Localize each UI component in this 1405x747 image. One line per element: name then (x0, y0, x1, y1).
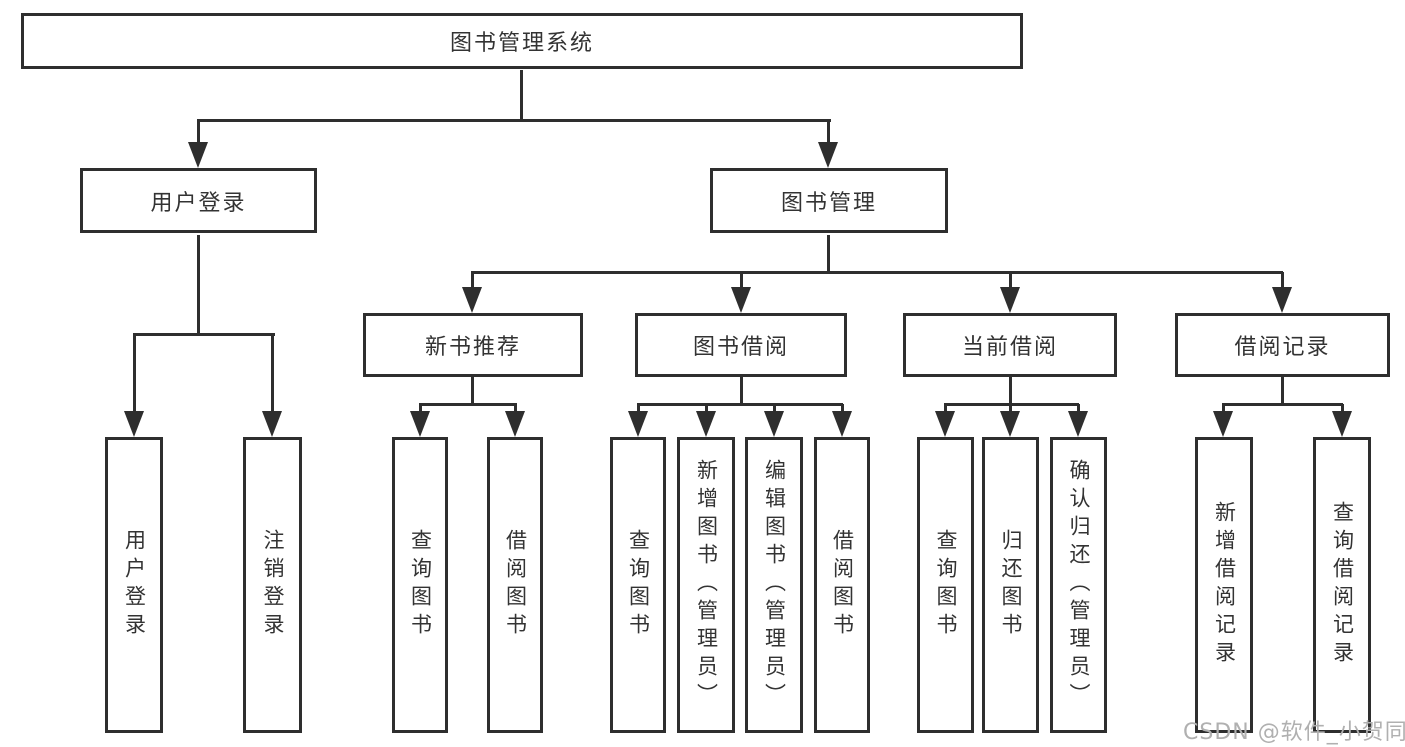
connector-line (1009, 404, 1012, 412)
watermark: CSDN @软件_小贺同学 (1183, 720, 1405, 745)
node-leaf-add-borrow-record: 新增借阅记录 (1195, 437, 1253, 733)
node-book-management-label: 图书管理 (780, 190, 877, 216)
connector-line (133, 333, 275, 336)
arrow-down-icon (1213, 411, 1233, 437)
connector-line (1281, 377, 1284, 405)
node-leaf-borrow-book-2-label: 借阅图书 (830, 529, 855, 641)
node-root-label: 图书管理系统 (449, 31, 594, 56)
node-leaf-user-login-label: 用户登录 (122, 529, 147, 641)
node-user-login: 用户登录 (80, 168, 317, 233)
node-book-borrow: 图书借阅 (635, 313, 847, 377)
node-leaf-query-borrow-record: 查询借阅记录 (1313, 437, 1371, 733)
arrow-down-icon (832, 411, 852, 437)
connector-line (197, 121, 200, 145)
node-leaf-query-book-2-label: 查询图书 (626, 529, 651, 641)
connector-line (471, 377, 474, 405)
connector-line (841, 404, 844, 412)
arrow-down-icon (764, 411, 784, 437)
node-leaf-query-book-1: 查询图书 (392, 437, 448, 733)
connector-line (419, 404, 422, 412)
node-leaf-query-book-3-label: 查询图书 (934, 529, 958, 641)
connector-line (471, 271, 1283, 274)
arrow-down-icon (628, 411, 648, 437)
arrow-down-icon (262, 411, 282, 437)
arrow-down-icon (1068, 411, 1088, 437)
connector-line (827, 235, 830, 273)
arrow-down-icon (696, 411, 716, 437)
node-root: 图书管理系统 (21, 13, 1023, 69)
node-leaf-query-book-2: 查询图书 (610, 437, 666, 733)
arrow-down-icon (935, 411, 955, 437)
connector-line (419, 403, 517, 406)
arrow-down-icon (505, 411, 525, 437)
node-user-login-label: 用户登录 (150, 190, 247, 216)
node-leaf-confirm-return-admin: 确认归还（管理员） (1050, 437, 1107, 733)
connector-line (740, 377, 743, 405)
arrow-down-icon (124, 411, 144, 437)
connector-line (197, 119, 831, 122)
node-leaf-return-book: 归还图书 (982, 437, 1039, 733)
connector-line (471, 272, 474, 288)
connector-line (827, 121, 830, 145)
connector-line (520, 70, 523, 119)
connector-line (637, 403, 843, 406)
arrow-down-icon (731, 287, 751, 313)
node-leaf-add-borrow-record-label: 新增借阅记录 (1212, 501, 1237, 669)
node-current-borrow: 当前借阅 (903, 313, 1117, 377)
connector-line (1281, 272, 1284, 288)
connector-line (944, 404, 947, 412)
connector-line (133, 334, 136, 412)
node-book-borrow-label: 图书借阅 (692, 335, 789, 360)
node-book-management: 图书管理 (710, 168, 948, 233)
node-leaf-borrow-book-1: 借阅图书 (487, 437, 543, 733)
node-new-book-recommend-label: 新书推荐 (424, 335, 521, 360)
node-leaf-user-login: 用户登录 (105, 437, 163, 733)
arrow-down-icon (1332, 411, 1352, 437)
node-borrow-record: 借阅记录 (1175, 313, 1390, 377)
node-leaf-borrow-book-1-label: 借阅图书 (503, 529, 528, 641)
connector-line (197, 235, 200, 335)
node-leaf-edit-book-admin: 编辑图书（管理员） (745, 437, 803, 733)
node-leaf-query-book-3: 查询图书 (917, 437, 974, 733)
connector-line (1222, 404, 1225, 412)
node-leaf-logout-label: 注销登录 (261, 529, 285, 641)
node-leaf-add-book-admin-label: 新增图书（管理员） (694, 459, 719, 711)
node-leaf-edit-book-admin-label: 编辑图书（管理员） (762, 459, 787, 711)
connector-line (1009, 377, 1012, 405)
node-leaf-confirm-return-admin-label: 确认归还（管理员） (1067, 459, 1091, 711)
connector-line (773, 404, 776, 412)
connector-line (1009, 272, 1012, 288)
node-borrow-record-label: 借阅记录 (1234, 335, 1331, 360)
connector-line (1077, 404, 1080, 412)
node-new-book-recommend: 新书推荐 (363, 313, 583, 377)
arrow-down-icon (818, 142, 838, 168)
node-leaf-query-borrow-record-label: 查询借阅记录 (1330, 501, 1355, 669)
node-leaf-return-book-label: 归还图书 (999, 529, 1023, 641)
connector-line (1222, 403, 1343, 406)
node-leaf-logout: 注销登录 (243, 437, 302, 733)
node-leaf-add-book-admin: 新增图书（管理员） (677, 437, 735, 733)
connector-line (271, 334, 274, 412)
arrow-down-icon (188, 142, 208, 168)
arrow-down-icon (410, 411, 430, 437)
arrow-down-icon (1000, 411, 1020, 437)
connector-line (637, 404, 640, 412)
arrow-down-icon (1272, 287, 1292, 313)
arrow-down-icon (462, 287, 482, 313)
connector-line (740, 272, 743, 288)
node-current-borrow-label: 当前借阅 (961, 335, 1058, 360)
node-leaf-query-book-1-label: 查询图书 (408, 529, 433, 641)
connector-line (514, 404, 517, 412)
connector-line (1341, 404, 1344, 412)
arrow-down-icon (1000, 287, 1020, 313)
connector-line (705, 404, 708, 412)
node-leaf-borrow-book-2: 借阅图书 (814, 437, 870, 733)
